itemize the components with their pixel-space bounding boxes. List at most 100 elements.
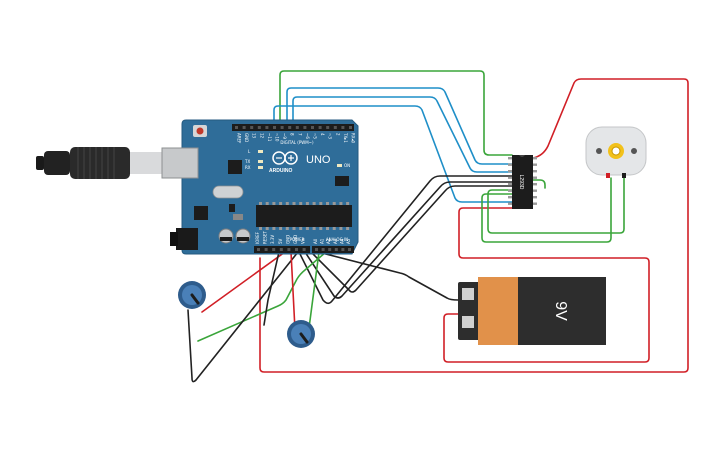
digital-pin-label: ~6 bbox=[305, 133, 310, 139]
ic-pin[interactable] bbox=[533, 157, 537, 160]
wire-green-4[interactable] bbox=[197, 251, 327, 342]
ic-pin[interactable] bbox=[508, 196, 512, 199]
digital-pin[interactable] bbox=[273, 126, 276, 129]
wire-red-2[interactable] bbox=[443, 207, 650, 363]
digital-pin[interactable] bbox=[295, 126, 299, 129]
dc-motor-icon[interactable] bbox=[585, 126, 647, 178]
digital-header-label: DIGITAL (PWM~) bbox=[280, 140, 314, 145]
wire-black-4[interactable] bbox=[317, 251, 459, 301]
chip-pin bbox=[319, 202, 323, 205]
wire-blue-2[interactable] bbox=[292, 96, 513, 173]
chip-pin bbox=[312, 202, 316, 205]
digital-pin[interactable] bbox=[349, 126, 352, 129]
analog-pin[interactable] bbox=[348, 248, 351, 251]
power-pin-label: 3.3V bbox=[270, 235, 275, 244]
ic-pin[interactable] bbox=[508, 189, 512, 192]
arduino-logo bbox=[272, 151, 298, 165]
wire-green-3[interactable] bbox=[487, 177, 625, 234]
power-pin-label: GND bbox=[293, 235, 298, 244]
ic-pin[interactable] bbox=[508, 163, 512, 166]
digital-pin-label: 12 bbox=[259, 133, 264, 139]
ic-pin[interactable] bbox=[508, 170, 512, 173]
analog-pin-label: A2 bbox=[326, 238, 331, 244]
power-pin[interactable] bbox=[272, 248, 276, 251]
wire-green-2[interactable] bbox=[481, 177, 612, 243]
wire-blue-1[interactable] bbox=[286, 87, 513, 165]
chip-pin bbox=[272, 227, 276, 230]
ic-pin[interactable] bbox=[533, 163, 537, 166]
power-pin-label: Vin bbox=[301, 237, 306, 244]
digital-pin-label: 8 bbox=[290, 133, 295, 136]
atmega-chip bbox=[256, 205, 352, 227]
analog-pin[interactable] bbox=[334, 248, 338, 251]
wire-green-5[interactable] bbox=[308, 251, 320, 329]
battery-9v[interactable]: 9V bbox=[458, 277, 606, 345]
analog-pin[interactable] bbox=[341, 248, 345, 251]
chip-pin bbox=[299, 202, 303, 205]
power-pin[interactable] bbox=[257, 248, 260, 251]
digital-pin[interactable] bbox=[341, 126, 345, 129]
digital-pin[interactable] bbox=[242, 126, 246, 129]
power-pin[interactable] bbox=[279, 248, 283, 251]
digital-pin[interactable] bbox=[235, 126, 238, 129]
ic-pin[interactable] bbox=[508, 157, 512, 160]
chip-pin bbox=[346, 227, 350, 230]
wire-blue-3[interactable] bbox=[273, 105, 513, 203]
digital-pin-label: 13 bbox=[252, 133, 257, 139]
wire-black-5[interactable] bbox=[187, 251, 299, 383]
digital-pin-label: TX▸1 bbox=[343, 132, 348, 143]
wire-black-6[interactable] bbox=[263, 251, 280, 326]
analog-header bbox=[312, 246, 354, 253]
analog-pin[interactable] bbox=[328, 248, 332, 251]
power-pin[interactable] bbox=[295, 248, 298, 251]
chip-pin bbox=[299, 227, 303, 230]
ic-pin[interactable] bbox=[533, 189, 537, 192]
digital-pin[interactable] bbox=[333, 126, 337, 129]
digital-pin[interactable] bbox=[326, 126, 330, 129]
analog-pin[interactable] bbox=[321, 248, 325, 251]
l293d-chip[interactable]: L293D bbox=[508, 155, 537, 209]
wire-black-3[interactable] bbox=[310, 185, 513, 293]
wire-red-1[interactable] bbox=[259, 78, 689, 373]
chip-pin bbox=[279, 227, 283, 230]
ic-pin[interactable] bbox=[533, 170, 537, 173]
chip-pin bbox=[285, 227, 289, 230]
chip-pin bbox=[279, 202, 283, 205]
power-pin-label: IOREF bbox=[255, 231, 260, 244]
wire-red-4[interactable] bbox=[290, 251, 296, 331]
ic-pin[interactable] bbox=[533, 176, 537, 179]
digital-pin[interactable] bbox=[250, 126, 254, 129]
digital-pin[interactable] bbox=[265, 126, 269, 129]
digital-pin-label: RX◂0 bbox=[351, 133, 356, 144]
chip-pin bbox=[272, 202, 276, 205]
wire-black-1[interactable] bbox=[298, 175, 513, 305]
wire-red-3[interactable] bbox=[201, 251, 286, 313]
power-pin[interactable] bbox=[302, 248, 306, 251]
brand-label: ARDUINO bbox=[269, 168, 292, 174]
digital-pin[interactable] bbox=[318, 126, 322, 129]
digital-pin[interactable] bbox=[303, 126, 307, 129]
power-pin[interactable] bbox=[264, 248, 268, 251]
ic-pin[interactable] bbox=[508, 176, 512, 179]
ic-pin[interactable] bbox=[508, 202, 512, 205]
analog-pin[interactable] bbox=[315, 248, 318, 251]
digital-pin[interactable] bbox=[311, 126, 314, 129]
wire-green-1[interactable] bbox=[279, 70, 513, 156]
power-pin-label: 5V bbox=[278, 238, 283, 244]
ic-pin[interactable] bbox=[508, 183, 512, 186]
power-pin[interactable] bbox=[287, 248, 291, 251]
ic-pin[interactable] bbox=[533, 183, 537, 186]
power-header-label: POWER bbox=[290, 237, 305, 242]
ic-pin[interactable] bbox=[533, 196, 537, 199]
analog-pin-label: A0 bbox=[313, 238, 318, 244]
potentiometer-icon[interactable] bbox=[178, 281, 206, 309]
digital-pin[interactable] bbox=[257, 126, 261, 129]
digital-pin-label: ~5 bbox=[313, 133, 318, 139]
ic-pin[interactable] bbox=[533, 202, 537, 205]
digital-pin[interactable] bbox=[288, 126, 292, 129]
potentiometer-icon[interactable] bbox=[287, 320, 315, 348]
digital-pin[interactable] bbox=[280, 126, 284, 129]
wire-black-2[interactable] bbox=[304, 181, 513, 299]
